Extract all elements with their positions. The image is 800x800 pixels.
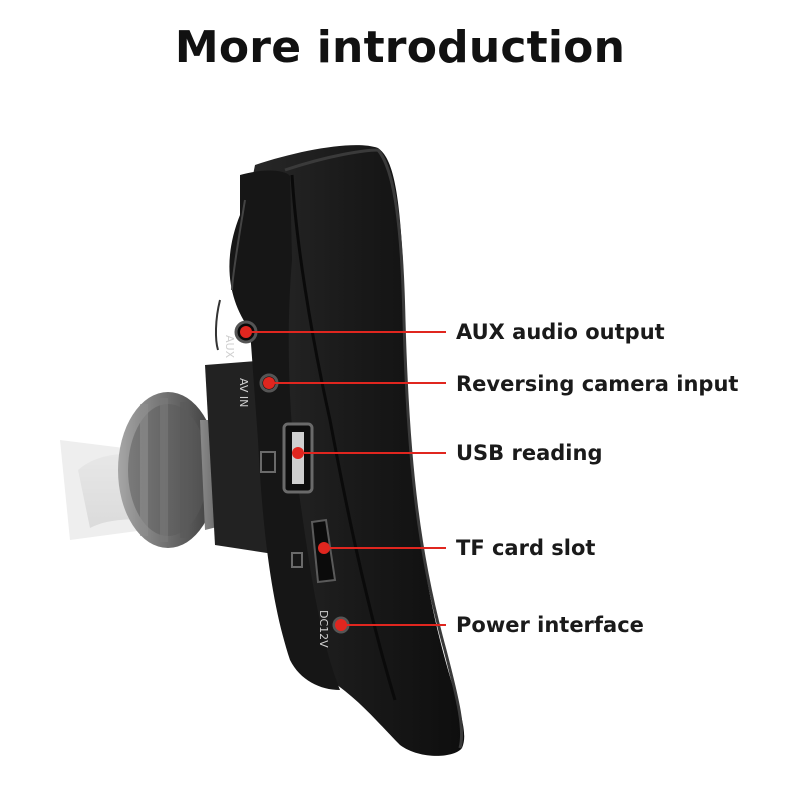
callout-label-usb: USB reading (456, 441, 603, 465)
callout-label-tf: TF card slot (456, 536, 596, 560)
callout-line (298, 452, 446, 454)
device-markings: AUX AV IN DC12V (223, 335, 330, 648)
callout-label-reverse: Reversing camera input (456, 372, 739, 396)
callout-line (269, 382, 446, 384)
callout-label-aux: AUX audio output (456, 320, 665, 344)
page-title: More introduction (174, 22, 626, 73)
dc-marking: DC12V (317, 610, 330, 648)
aux-marking: AUX (223, 335, 236, 359)
av-in-marking: AV IN (237, 378, 250, 407)
callout-line (246, 331, 446, 333)
callout-label-power: Power interface (456, 613, 644, 637)
callout-line (324, 547, 446, 549)
callout-line (341, 624, 446, 626)
